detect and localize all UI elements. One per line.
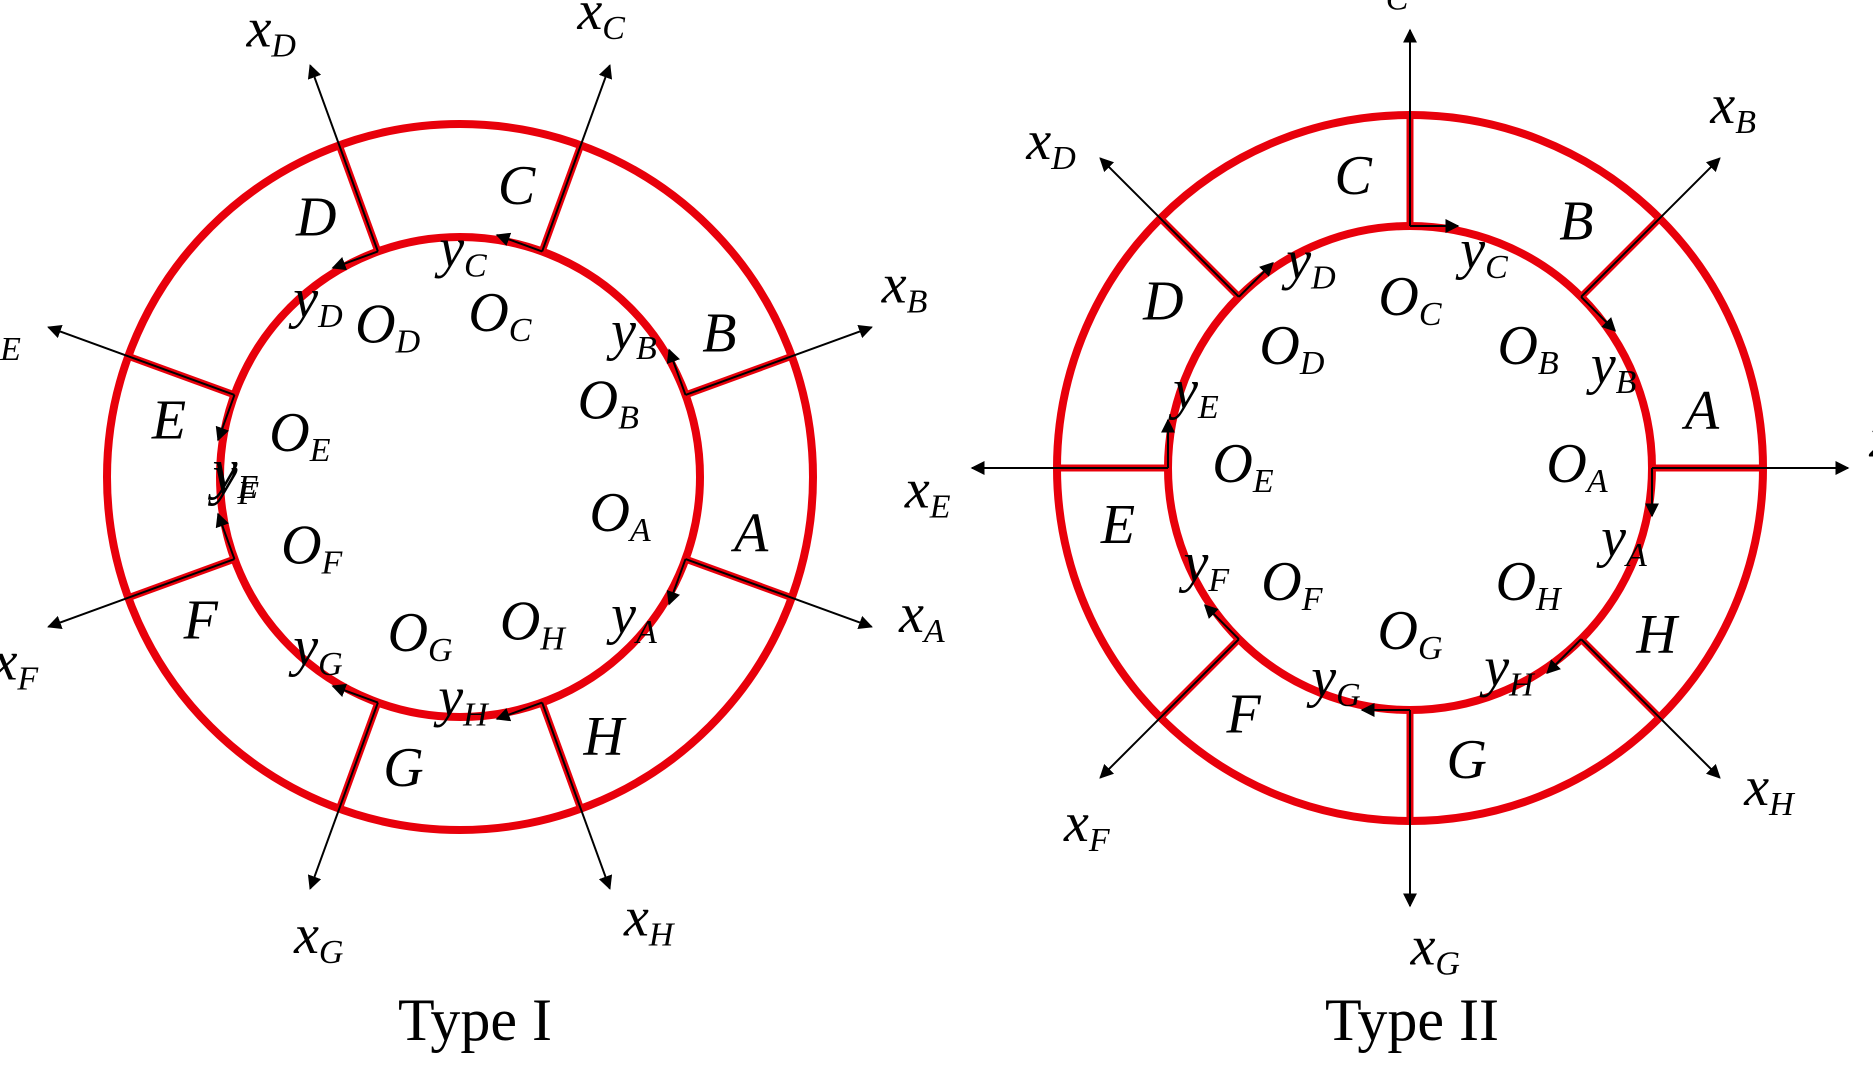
- x-axis-label-a: xA: [898, 583, 945, 650]
- segment-label-f: F: [1226, 684, 1262, 746]
- origin-label-e: OE: [269, 402, 330, 469]
- x-axis-arrow-a: [685, 558, 873, 630]
- x-axis-label-f: xF: [0, 631, 39, 698]
- y-axis-label-h: yH: [433, 667, 490, 734]
- x-axis-label-f: xF: [1063, 792, 1111, 859]
- y-axis-arrow-d: [331, 250, 379, 271]
- segment-label-c: C: [1335, 145, 1373, 207]
- origin-label-f: OF: [1261, 551, 1323, 618]
- origin-label-f: OF: [281, 514, 343, 581]
- y-axis-arrow-c: [495, 232, 543, 253]
- segment-label-a: A: [1681, 380, 1720, 442]
- y-axis-arrow-f: [1203, 604, 1240, 640]
- segment-label-a: A: [730, 503, 769, 565]
- x-axis-label-a: xA: [1869, 408, 1873, 475]
- x-axis-arrow-h: [541, 702, 613, 890]
- origin-label-a: OA: [589, 482, 650, 549]
- y-axis-arrow-a: [666, 558, 687, 606]
- x-axis-arrow-b: [685, 324, 873, 396]
- origin-label-a: OA: [1546, 433, 1607, 500]
- origin-label-d: OD: [355, 294, 420, 361]
- x-axis-arrow-h: [1580, 638, 1721, 779]
- y-axis-label-d: yD: [1281, 229, 1336, 296]
- y-axis-label-b: yB: [606, 300, 657, 367]
- x-axis-label-c: xC: [1360, 0, 1409, 18]
- origin-label-b: OB: [578, 370, 639, 437]
- y-axis-label-f: yF: [208, 445, 260, 512]
- x-axis-label-g: xG: [1410, 915, 1460, 982]
- y-axis-arrow-h: [495, 701, 543, 722]
- x-axis-label-g: xG: [293, 904, 343, 971]
- origin-label-h: OH: [1496, 551, 1563, 618]
- x-axis-arrow-c: [541, 64, 613, 252]
- y-axis-arrow-b: [1580, 296, 1617, 332]
- origin-label-g: OG: [1377, 600, 1442, 667]
- x-axis-label-c: xC: [576, 0, 625, 47]
- x-axis-arrow-d: [1099, 157, 1240, 298]
- y-axis-label-a: yA: [606, 584, 657, 651]
- x-axis-label-h: xH: [623, 887, 676, 954]
- y-axis-arrow-d: [1238, 261, 1274, 298]
- x-axis-label-d: xD: [1025, 110, 1076, 177]
- x-axis-arrow-d: [307, 64, 379, 252]
- y-axis-label-b: yB: [1586, 334, 1637, 401]
- y-axis-label-f: yF: [1179, 532, 1231, 599]
- segment-label-e: E: [1100, 494, 1135, 556]
- origin-label-b: OB: [1497, 315, 1558, 382]
- outer-ring: [103, 120, 817, 834]
- x-axis-label-e: xE: [0, 301, 21, 368]
- x-axis-label-b: xB: [1709, 74, 1756, 141]
- diagram-type-2: A OA xA yA B OB xB yB COC xC yC D OD xD yD E OE xE yE F OF xF…: [904, 0, 1873, 982]
- x-axis-arrow-g: [307, 702, 379, 890]
- y-axis-label-a: yA: [1596, 507, 1647, 574]
- segment-label-c: C: [498, 155, 536, 217]
- y-axis-label-e: yE: [1168, 359, 1219, 426]
- x-axis-arrow-f: [47, 558, 235, 630]
- caption-type-1: Type I: [398, 987, 552, 1053]
- y-axis-arrow-b: [666, 348, 687, 396]
- diagram-type-1: A OA xA yA B OB xB yB C OC xC yC D OD xD yD E OE xE yE F OF xF…: [0, 0, 945, 971]
- origin-label-g: OG: [388, 602, 453, 669]
- y-axis-label-g: yG: [1306, 647, 1360, 714]
- origin-label-c: OC: [1378, 266, 1441, 333]
- segment-label-d: D: [295, 187, 336, 249]
- segment-label-h: H: [1635, 603, 1679, 665]
- segment-label-g: G: [383, 737, 423, 799]
- y-axis-arrow-h: [1546, 638, 1582, 675]
- x-axis-arrow-f: [1099, 638, 1240, 779]
- x-axis-arrow-b: [1580, 157, 1721, 298]
- segment-label-b: B: [702, 302, 736, 364]
- origin-label-d: OD: [1259, 315, 1324, 382]
- y-axis-label-e: yE: [208, 439, 259, 506]
- segment-label-g: G: [1447, 729, 1487, 791]
- segment-label-f: F: [183, 590, 219, 652]
- x-axis-arrow-e: [47, 324, 235, 396]
- segment-label-h: H: [583, 705, 627, 767]
- x-axis-label-h: xH: [1743, 756, 1796, 823]
- y-axis-label-d: yD: [288, 268, 343, 335]
- x-axis-label-e: xE: [904, 458, 951, 525]
- x-axis-label-d: xD: [246, 0, 297, 64]
- y-axis-arrow-g: [331, 683, 379, 704]
- origin-label-c: OC: [468, 282, 531, 349]
- caption-type-2: Type II: [1325, 987, 1499, 1053]
- origin-label-h: OH: [500, 590, 567, 657]
- y-axis-arrow-f: [215, 512, 236, 560]
- y-axis-label-c: yC: [434, 217, 487, 284]
- y-axis-label-g: yG: [288, 616, 342, 683]
- segment-label-e: E: [151, 389, 186, 451]
- segment-label-d: D: [1142, 271, 1183, 333]
- y-axis-label-c: yC: [1455, 219, 1508, 286]
- x-axis-label-b: xB: [881, 253, 928, 320]
- y-axis-label-h: yH: [1479, 637, 1536, 704]
- y-axis-arrow-e: [215, 394, 236, 442]
- origin-label-e: OE: [1212, 433, 1273, 500]
- inner-ring: [216, 233, 704, 721]
- segment-label-b: B: [1559, 190, 1593, 252]
